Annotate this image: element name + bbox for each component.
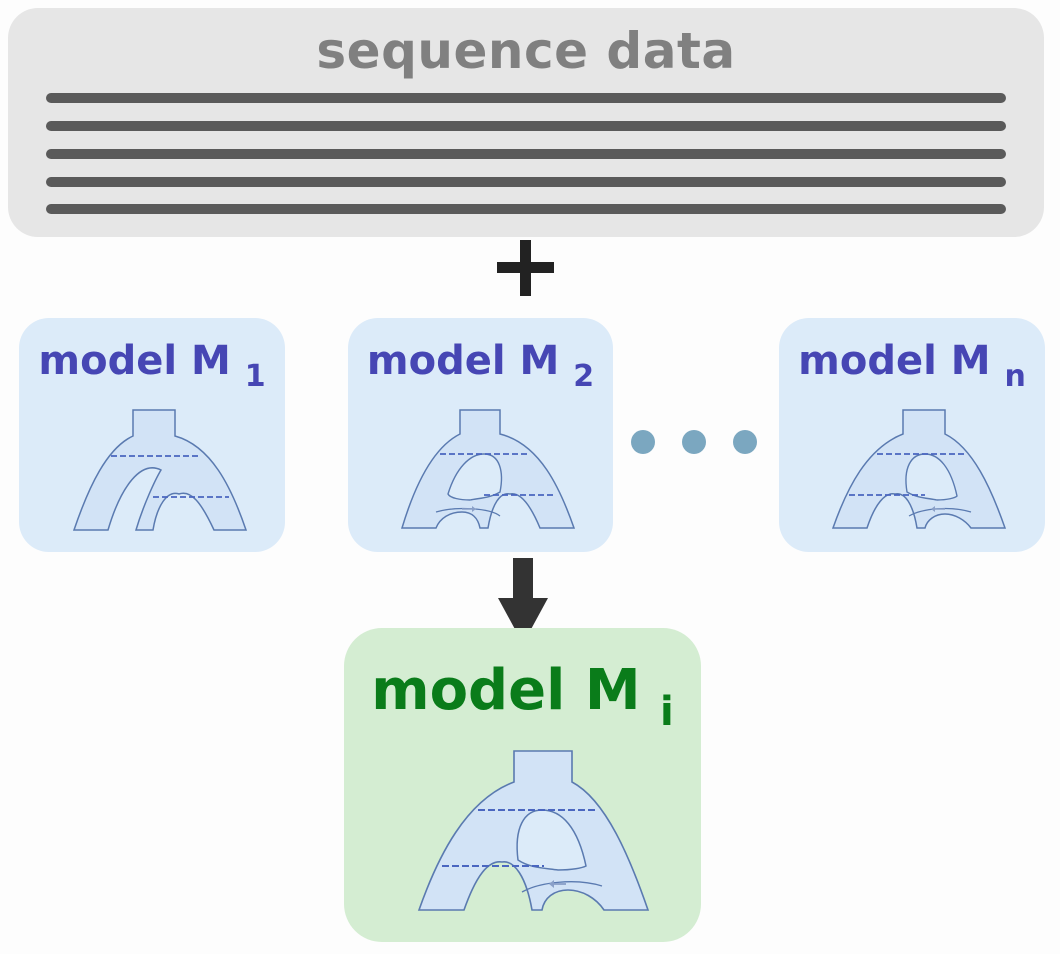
tree-migration-right-icon: [400, 409, 576, 529]
tree-migration-left-icon: [831, 409, 1007, 529]
plus-icon: [497, 240, 554, 296]
sequence-line: [46, 149, 1006, 159]
model-label-1: model M 1: [38, 338, 266, 394]
sequence-data-title: sequence data: [316, 22, 736, 80]
ellipsis-dots-icon: [631, 430, 757, 454]
sequence-line: [46, 121, 1006, 131]
model-label-n: model M n: [798, 338, 1026, 394]
sequence-line: [46, 177, 1006, 187]
selected-model-card: model M i: [344, 628, 701, 942]
model-label-2: model M 2: [366, 338, 595, 394]
sequence-data-box: sequence data: [8, 8, 1044, 237]
sequence-line: [46, 93, 1006, 103]
model-card-1: model M 1: [19, 318, 285, 552]
arrow-down-icon: [498, 558, 548, 644]
sequence-line: [46, 204, 1006, 214]
model-card-n: model M n: [779, 318, 1045, 552]
tree-no-migration-icon: [72, 409, 247, 531]
selected-model-label: model M i: [371, 658, 674, 735]
model-card-2: model M 2: [348, 318, 613, 552]
tree-migration-left-icon: [417, 750, 650, 911]
